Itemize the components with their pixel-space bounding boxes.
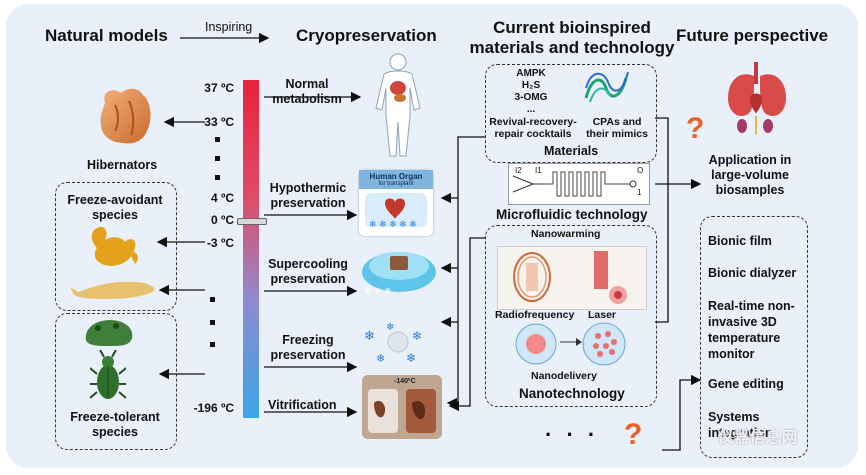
temperature-gradient-bar xyxy=(243,80,259,418)
hypothermic-label: Hypothermic preservation xyxy=(269,181,347,210)
chip-inlet-2: I2 xyxy=(515,166,522,175)
nanotechnology-title: Nanotechnology xyxy=(519,386,625,401)
temp-37: 37 ºC xyxy=(204,81,234,95)
nanowarming-label: Nanowarming xyxy=(531,228,601,240)
temp-minus196: -196 ºC xyxy=(193,401,234,415)
future-item-bionic-film: Bionic film xyxy=(708,234,772,248)
beetle-icon xyxy=(90,350,126,399)
nanodelivery-label: Nanodelivery xyxy=(531,370,597,382)
microfluidic-chip: I2 I1 O 1 xyxy=(508,163,650,205)
svg-text:❄: ❄ xyxy=(376,353,385,365)
future-item-temperature-monitor: Real-time non-invasive 3D temperature mo… xyxy=(708,299,795,361)
materials-box xyxy=(485,64,657,163)
scale-dot xyxy=(210,297,215,302)
hibernator-bear-icon xyxy=(100,88,151,144)
header-cryopreservation: Cryopreservation xyxy=(296,26,437,45)
frog-icon xyxy=(85,320,133,346)
compound-list: AMPK H₂S 3-OMG ... xyxy=(514,68,548,115)
header-current-tech: Current bioinspired materials and techno… xyxy=(469,18,675,57)
human-body-icon xyxy=(375,53,421,157)
scale-dot xyxy=(210,342,215,347)
organ-card-subtitle: for transplant xyxy=(378,181,414,187)
supercooling-dish-icon: ❄ ❄ ❄ xyxy=(362,252,436,296)
hibernators-label: Hibernators xyxy=(87,158,158,172)
microfluidic-label: Microfluidic technology xyxy=(496,207,648,222)
watermark: 仪器信息网 xyxy=(718,429,799,446)
inspiring-label: Inspiring xyxy=(205,20,253,34)
freezing-snowflakes-icon: ❄ ❄ ❄ ❄ ❄ xyxy=(364,322,422,365)
heart-in-ice-icon: ❄ ❄ ❄ ❄ ❄ xyxy=(365,193,427,229)
scale-dot xyxy=(215,156,220,161)
radiofrequency-label: Radiofrequency xyxy=(495,309,575,321)
laser-label: Laser xyxy=(588,309,617,321)
freeze-tolerant-box xyxy=(55,313,177,450)
freeze-avoidant-box xyxy=(55,182,177,311)
zero-degree-tick xyxy=(237,218,267,225)
svg-text:❄: ❄ xyxy=(406,351,416,365)
question-mark-icon: ? xyxy=(624,418,643,451)
nanowarming-panel xyxy=(497,246,647,310)
chip-inlet-1: I1 xyxy=(535,166,542,175)
scale-dot xyxy=(210,320,215,325)
freezing-label: Freezing preservation xyxy=(270,333,346,362)
fish-icon xyxy=(70,281,155,299)
cocktails-label: Revival-recovery-repair cocktails xyxy=(489,116,577,140)
freeze-avoidant-label: Freeze-avoidant species xyxy=(67,193,163,222)
svg-text:❄ ❄ ❄ ❄ ❄: ❄ ❄ ❄ ❄ ❄ xyxy=(369,219,417,229)
temp-33: 33 ºC xyxy=(204,115,234,129)
svg-text:❄ ❄ ❄: ❄ ❄ ❄ xyxy=(364,286,392,296)
organ-card-title: Human Organ xyxy=(369,172,423,181)
temp-4: 4 ºC xyxy=(210,191,234,205)
more-ellipsis: · · · xyxy=(545,422,600,447)
chip-outlet: O xyxy=(637,166,644,175)
lungs-heart-kidney-icon xyxy=(728,62,786,134)
nanodelivery-particles-icon xyxy=(515,322,626,366)
temp-0: 0 ºC xyxy=(210,213,234,227)
supercooling-label: Supercooling preservation xyxy=(268,257,348,286)
scale-dot xyxy=(215,137,220,142)
future-item-systems-integration: Systems integration xyxy=(708,410,773,440)
freeze-tolerant-label: Freeze-tolerant species xyxy=(70,410,160,439)
future-items-box xyxy=(700,216,808,458)
materials-title: Materials xyxy=(544,144,599,158)
vitrification-photo: -140ºC xyxy=(362,375,442,439)
squirrel-icon xyxy=(91,226,138,266)
temp-minus3: -3 ºC xyxy=(206,236,234,250)
application-label: Application in large-volume biosamples xyxy=(708,153,792,197)
future-item-gene-editing: Gene editing xyxy=(708,377,784,391)
svg-text:❄: ❄ xyxy=(412,329,422,343)
vitrification-temp-tag: -140ºC xyxy=(394,378,416,385)
scale-dot xyxy=(215,175,220,180)
svg-text:❄: ❄ xyxy=(364,328,375,343)
svg-text:❄: ❄ xyxy=(386,322,394,333)
normal-metabolism-label: Normal metabolism xyxy=(272,77,342,106)
vitrification-label: Vitrification xyxy=(268,398,337,412)
header-future: Future perspective xyxy=(676,26,829,45)
future-item-bionic-dialyzer: Bionic dialyzer xyxy=(708,266,797,280)
chip-outlet-number: 1 xyxy=(637,188,642,197)
cpas-label: CPAs and their mimics xyxy=(586,116,648,140)
nanotechnology-box xyxy=(485,225,657,407)
header-natural-models: Natural models xyxy=(45,26,168,45)
cpa-helix-icon xyxy=(584,71,629,103)
question-mark-icon: ? xyxy=(686,112,705,145)
